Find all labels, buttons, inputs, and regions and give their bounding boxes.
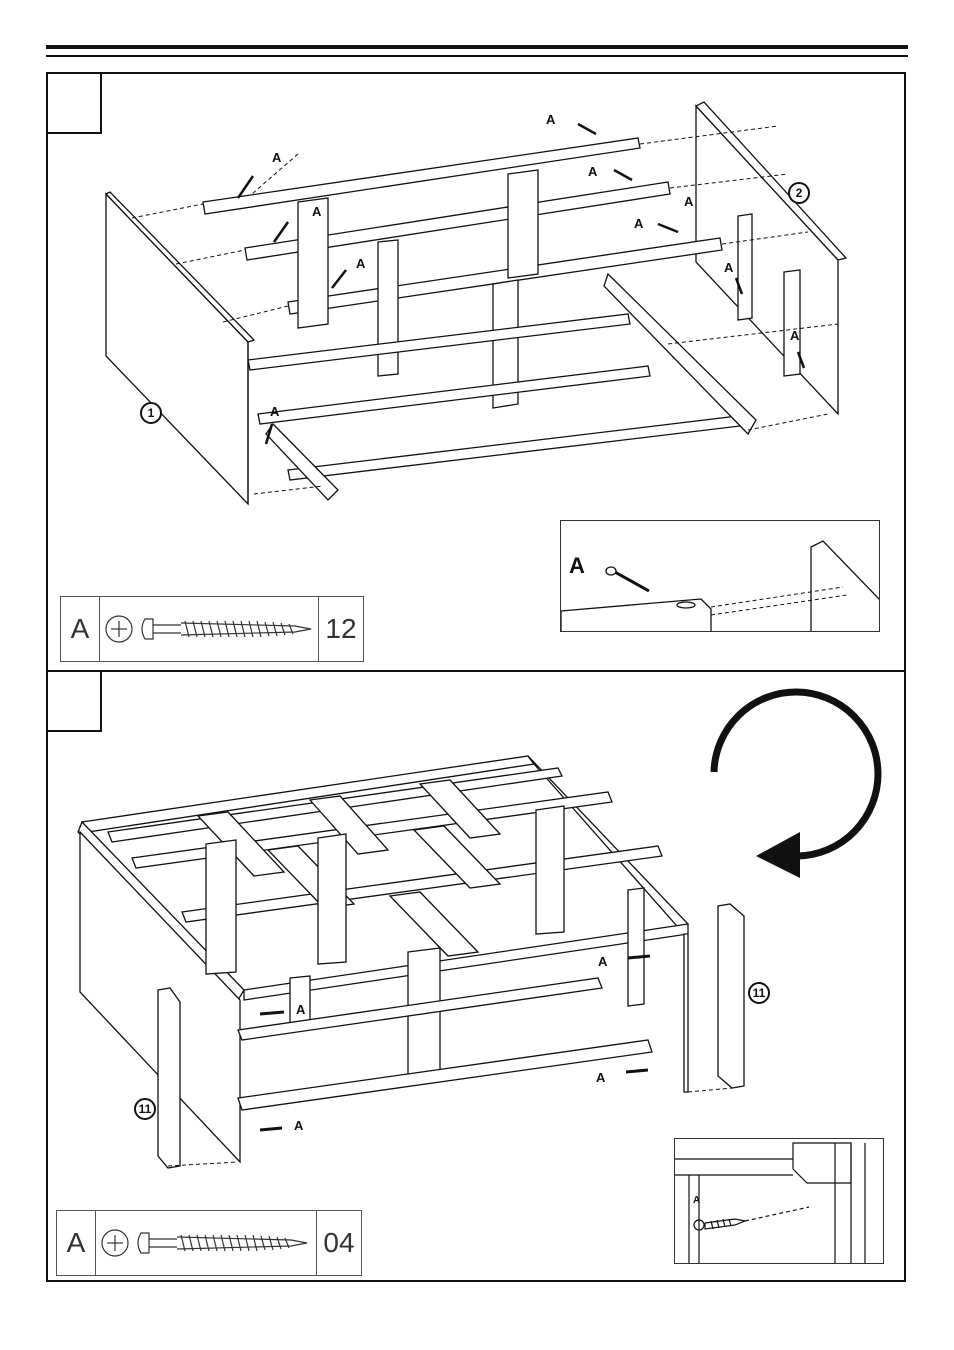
fastener-label: A [356,256,366,271]
legend-count: 04 [316,1211,361,1275]
part-callout-11-left: 11 [134,1098,156,1120]
fastener-label: A [634,216,644,231]
fastener-label: A [312,204,322,219]
rotate-arrow-icon [710,688,882,878]
detail-drawing [561,540,879,631]
screw-icon [105,615,312,643]
fastener-label: A [588,164,598,179]
header-rule-thick [46,45,908,49]
step-1-assembly-drawing [104,101,848,506]
legend-letter: A [61,597,100,661]
step-2-panel: A A A A 11 11 A A [46,670,906,1282]
legend-letter: A [57,1211,96,1275]
fastener-label: A [684,194,694,209]
step-1-detail-inset: A [560,520,880,632]
legend-count: 12 [318,597,363,661]
screw-icon [101,1229,308,1257]
step-1-panel: A A A A A A A A A A 1 2 A A [46,72,906,672]
detail-drawing [675,1142,866,1263]
fastener-label: A [294,1118,304,1133]
step-2-number-box [46,670,102,732]
fastener-label: A [724,260,734,275]
step-2-hardware-legend: A 04 [56,1210,362,1276]
fastener-label: A [272,150,282,165]
fastener-label: A [596,1070,606,1085]
step-1-hardware-legend: A 12 [60,596,364,662]
step-2-assembly-drawing [77,688,882,1169]
header-rule-thin [46,55,908,57]
fastener-label: A [296,1002,306,1017]
fastener-label: A [598,954,608,969]
detail-fastener-label: A [569,553,585,578]
fastener-label: A [790,328,800,343]
step-2-detail-inset: A [674,1138,884,1264]
part-callout-1: 1 [140,402,162,424]
part-callout-11-right: 11 [748,982,770,1004]
detail-fastener-label: A [693,1195,701,1206]
fastener-label: A [546,112,556,127]
step-1-number-box [46,72,102,134]
fastener-label: A [270,404,280,419]
part-callout-2: 2 [788,182,810,204]
